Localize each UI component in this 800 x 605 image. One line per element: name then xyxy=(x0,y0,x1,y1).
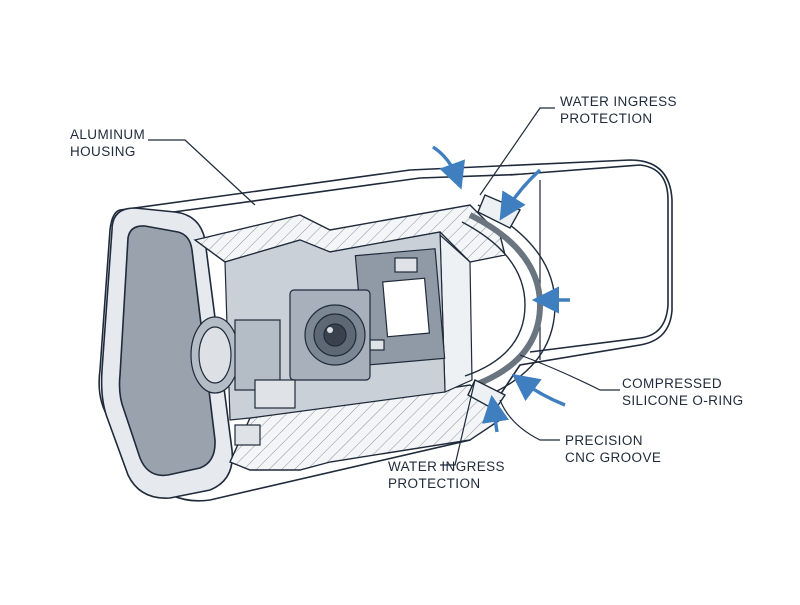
water-arrow-icon xyxy=(511,373,566,407)
label-line: WATER INGRESS xyxy=(388,459,505,474)
end-cap xyxy=(100,207,234,499)
label-line: ALUMINUM xyxy=(70,127,146,142)
label-line: COMPRESSED xyxy=(622,376,723,391)
label-water-ingress-top: WATER INGRESS PROTECTION xyxy=(560,93,677,127)
label-o-ring: COMPRESSED SILICONE O-RING xyxy=(622,375,744,409)
internal-cavity xyxy=(190,231,446,446)
label-line: PROTECTION xyxy=(560,111,653,126)
label-line: PRECISION xyxy=(565,433,643,448)
label-water-ingress-bottom: WATER INGRESS PROTECTION xyxy=(388,458,505,492)
label-cnc-groove: PRECISION CNC GROOVE xyxy=(565,432,661,466)
label-line: HOUSING xyxy=(70,144,136,159)
water-arrow-icon xyxy=(432,145,465,190)
label-line: PROTECTION xyxy=(388,476,481,491)
lens-icon xyxy=(190,316,281,394)
water-arrow-icon xyxy=(482,394,509,433)
camera-sensor-icon xyxy=(289,289,371,381)
label-line: CNC GROOVE xyxy=(565,450,662,465)
label-aluminum-housing: ALUMINUM HOUSING xyxy=(70,126,145,160)
water-arrow-icon xyxy=(499,168,542,221)
leader-lines xyxy=(148,107,620,466)
water-arrows xyxy=(432,145,570,433)
label-line: SILICONE O-RING xyxy=(622,393,744,408)
label-line: WATER INGRESS xyxy=(560,94,677,109)
